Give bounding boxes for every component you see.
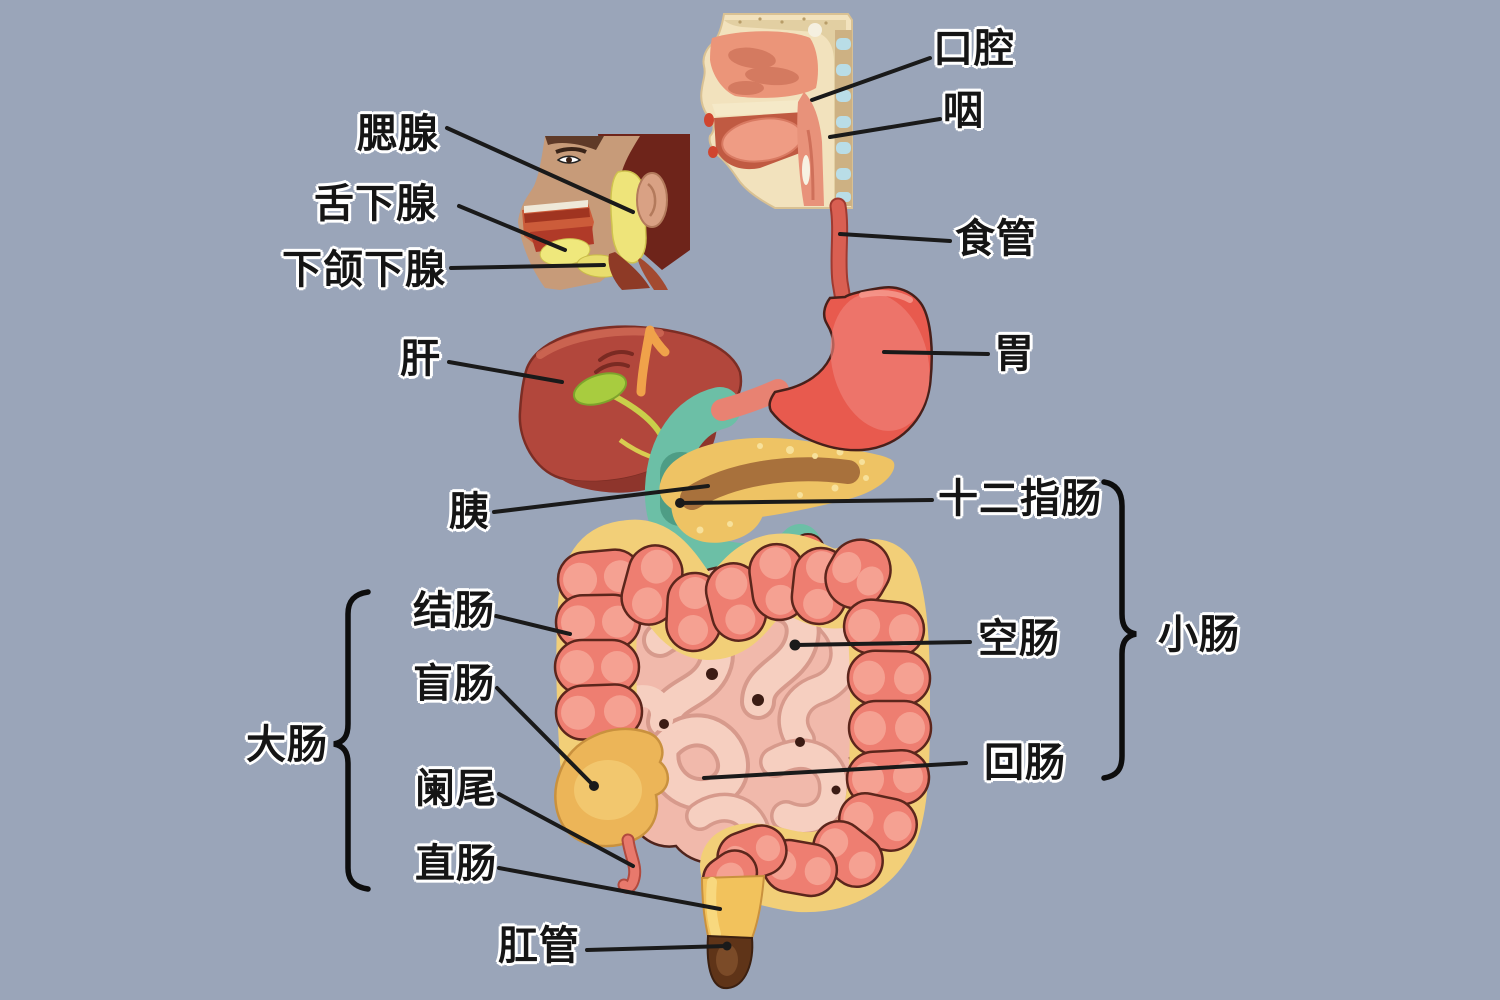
head-sagittal-section <box>700 13 853 209</box>
label-colon: 结肠 <box>413 588 495 634</box>
large-intestine-brace <box>333 589 371 892</box>
leader-liver <box>447 360 564 384</box>
pylorus <box>711 379 789 421</box>
cecum-illustration <box>554 727 669 848</box>
label-duodenum: 十二指肠 <box>938 476 1102 522</box>
stomach-highlight <box>830 293 930 431</box>
label-jejunum: 空肠 <box>978 616 1060 662</box>
pancreas-texture <box>696 443 869 534</box>
liver-fissure <box>594 350 634 374</box>
label-parotid-gland: 腮腺 <box>357 111 439 157</box>
label-sublingual-gland: 舌下腺 <box>314 181 437 227</box>
leader-colon <box>494 614 572 636</box>
leader-appendix <box>497 792 635 868</box>
leader-submandibular <box>449 263 606 270</box>
cecum-highlight <box>574 760 642 820</box>
pancreatic-duct <box>680 457 860 510</box>
label-esophagus: 食管 <box>955 216 1037 262</box>
neck-muscle <box>608 252 650 290</box>
anal-canal-highlight <box>716 944 738 976</box>
label-liver: 肝 <box>400 336 441 382</box>
appendix-illustration <box>617 833 642 894</box>
colon-haustra <box>553 538 933 903</box>
vertebral-discs <box>836 38 851 202</box>
leader-pancreas <box>492 484 710 514</box>
label-cecum: 盲肠 <box>413 661 495 707</box>
label-anal-canal: 肛管 <box>498 923 580 969</box>
label-large-intestine: 大肠 <box>246 722 328 768</box>
large-intestine-illustration <box>553 519 933 913</box>
label-ileum: 回肠 <box>984 740 1066 786</box>
leader-stomach <box>882 350 990 356</box>
hair <box>545 136 604 150</box>
pancreas-illustration <box>659 437 895 543</box>
label-oral-cavity: 口腔 <box>933 26 1015 72</box>
label-rectum: 直肠 <box>415 841 497 887</box>
leader-rectum <box>497 866 722 911</box>
leader-ileum <box>702 761 968 780</box>
label-pharynx: 咽 <box>943 88 984 134</box>
rectum-illustration <box>700 874 766 940</box>
leader-sublingual <box>457 204 567 252</box>
stomach-illustration <box>768 286 933 452</box>
label-submandibular-gland: 下颌下腺 <box>282 247 446 293</box>
leader-esophagus <box>838 232 952 243</box>
teeth <box>524 200 588 213</box>
leader-anal-canal <box>585 944 729 952</box>
ear <box>636 172 668 228</box>
falciform-ligament <box>636 325 670 397</box>
label-small-intestine: 小肠 <box>1158 612 1240 658</box>
leader-parotid <box>445 126 635 214</box>
leader-pharynx <box>828 117 942 139</box>
hard-palate <box>712 100 806 116</box>
eyebrow <box>555 147 587 154</box>
leader-dots <box>589 498 801 951</box>
leader-duodenum <box>678 498 934 505</box>
label-stomach: 胃 <box>994 331 1035 377</box>
leader-oral-cavity <box>810 56 932 102</box>
leader-jejunum <box>793 640 972 647</box>
anal-canal-illustration <box>706 934 754 990</box>
leader-cecum <box>495 686 596 788</box>
nasal-turbinates <box>728 47 799 95</box>
leader-lines <box>445 56 990 952</box>
label-pancreas: 胰 <box>449 489 490 535</box>
epiglottis <box>802 155 810 185</box>
esophagus-tube <box>831 199 850 307</box>
mesentery-dots <box>659 623 841 795</box>
label-appendix: 阑尾 <box>415 766 497 812</box>
gallbladder <box>572 372 628 406</box>
small-intestine-brace <box>1101 479 1137 781</box>
